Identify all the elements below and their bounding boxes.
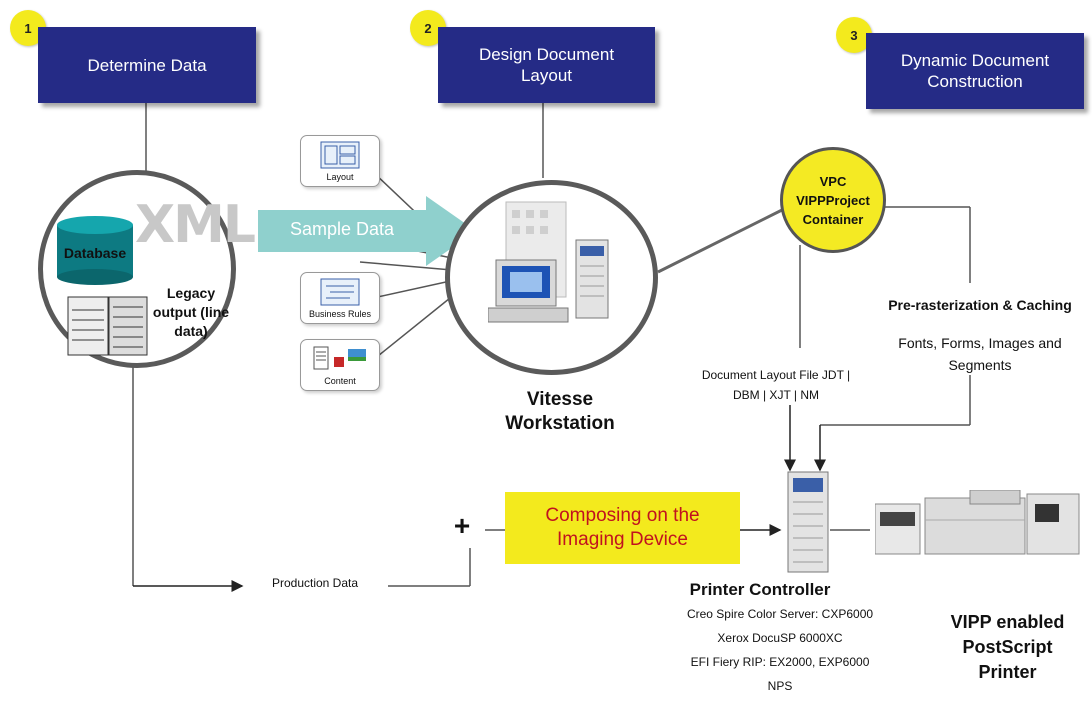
sample-data-arrow: Sample Data (258, 196, 478, 266)
plus-sign: + (453, 510, 471, 541)
vpc-circle[interactable]: VPC VIPPProject Container (780, 147, 886, 253)
step-2-title: Design Document Layout (478, 45, 615, 85)
business-rules-card: Business Rules (300, 272, 380, 324)
controller-item: NPS (767, 679, 793, 693)
content-icon (313, 346, 366, 370)
printer-label: VIPP enabled PostScript Printer (950, 612, 1065, 682)
legacy-output-label: Legacy output (line data) (152, 285, 230, 339)
content-card-label: Content (324, 376, 356, 386)
content-card: Content (300, 339, 380, 391)
layout-card-label: Layout (326, 172, 354, 182)
printer-controller-icon (786, 470, 830, 580)
vpc-title: VPC (819, 173, 847, 189)
controller-list: Creo Spire Color Server: CXP6000 Xerox D… (660, 602, 900, 698)
database-icon: Database (55, 215, 135, 285)
business-rules-card-label: Business Rules (308, 309, 372, 319)
business-rules-icon (320, 278, 360, 306)
production-printer-icon (874, 489, 1085, 565)
prerast-body: Fonts, Forms, Images and Segments (898, 335, 1062, 373)
workstation-icon (487, 200, 618, 335)
prerast-title: Pre-rasterization & Caching (888, 297, 1072, 313)
layout-icon (320, 141, 360, 169)
workstation-label: Vitesse Workstation (505, 389, 615, 434)
step-1-title: Determine Data (87, 55, 207, 75)
layout-file-label: Document Layout File JDT | DBM | XJT | N… (701, 368, 851, 402)
database-label: Database (63, 245, 127, 261)
controller-item: EFI Fiery RIP: EX2000, EXP6000 (690, 655, 870, 669)
step-1-box: Determine Data (38, 27, 256, 103)
legacy-printer-icon (67, 295, 149, 362)
vpc-line3: Container (802, 211, 864, 227)
controller-item: Creo Spire Color Server: CXP6000 (686, 607, 874, 621)
printer-controller-title: Printer Controller (689, 580, 831, 599)
step-3-box: Dynamic Document Construction (866, 33, 1084, 109)
controller-item: Xerox DocuSP 6000XC (717, 631, 843, 645)
step-2-box: Design Document Layout (438, 27, 655, 103)
production-data-label: Production Data (271, 576, 359, 590)
composing-label: Composing on the Imaging Device (545, 505, 700, 550)
composing-box: Composing on the Imaging Device (505, 492, 740, 564)
sample-data-label: Sample Data (289, 219, 395, 239)
xml-logo: XML (135, 195, 256, 255)
step-3-title: Dynamic Document Construction (900, 51, 1050, 91)
vpc-line2: VIPPProject (796, 192, 870, 208)
layout-card: Layout (300, 135, 380, 187)
